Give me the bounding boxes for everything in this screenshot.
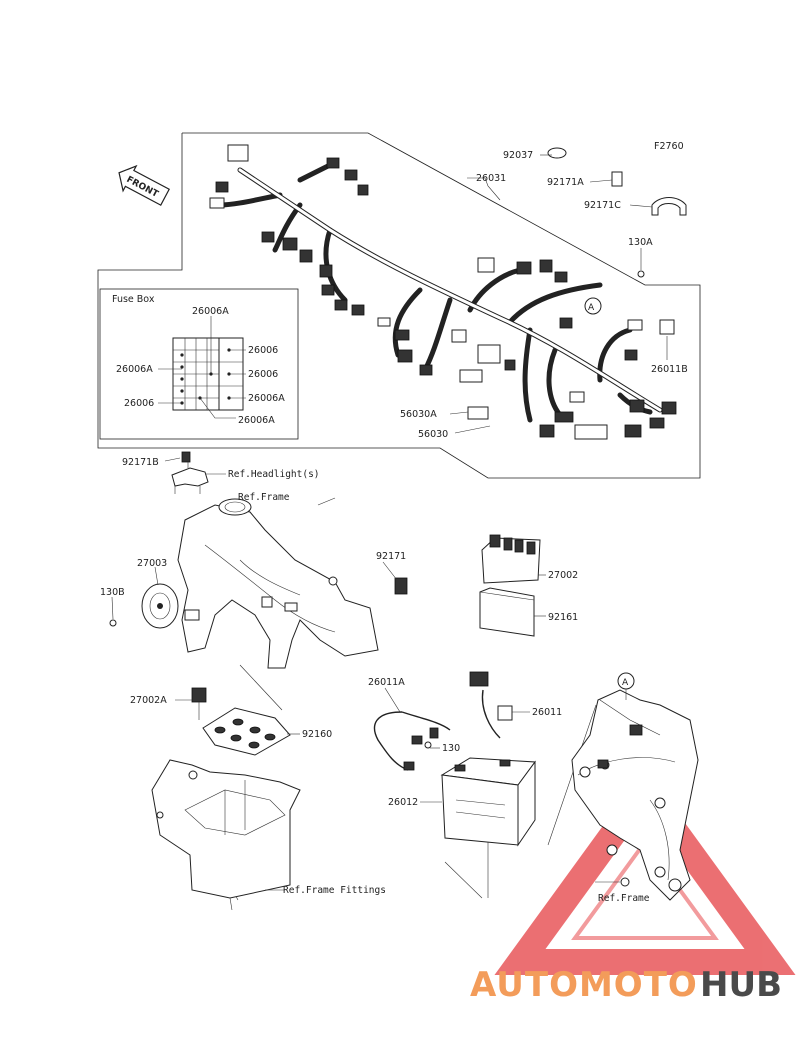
- watermark-text: AUTOMOTO HUB: [470, 965, 782, 1005]
- ref-frame-label: Ref.Frame: [238, 492, 290, 503]
- leader-lines: [111, 154, 668, 883]
- connector-26011b: [659, 319, 675, 335]
- main-wiring-harness: [209, 144, 677, 440]
- grommet: [467, 406, 489, 420]
- clip-92171: [394, 577, 408, 595]
- part-label: 92171C: [584, 200, 621, 211]
- part-label: 130B: [100, 587, 125, 598]
- part-label: 27002A: [130, 695, 167, 706]
- part-label: 27002: [548, 570, 578, 581]
- frame-section: [109, 497, 408, 669]
- part-label: 26012: [388, 797, 418, 808]
- ecu-modules: [479, 534, 541, 637]
- ref-frame-fittings-label: Ref.Frame Fittings: [283, 885, 386, 896]
- part-label: 26011A: [368, 677, 405, 688]
- part-label: 92171: [376, 551, 406, 562]
- relay-block: [477, 344, 501, 364]
- part-label: 92037: [503, 150, 533, 161]
- marker-a-label: A: [588, 303, 595, 313]
- part-label: 26031: [476, 173, 506, 184]
- connector-26011: [469, 671, 489, 687]
- ecu-connector: [574, 424, 608, 440]
- fuse-label: 26006A: [192, 306, 229, 317]
- bolt-130a: [637, 270, 645, 278]
- figure-code: F2760: [654, 141, 684, 152]
- battery-section: [373, 671, 536, 899]
- clamp-92037: [547, 147, 567, 159]
- marker-a-label-bottom: A: [622, 678, 629, 688]
- battery-tray-section: [151, 664, 301, 911]
- part-labels: F2760 92037 26031 92171A 92171C 130A 260…: [100, 141, 688, 904]
- fuse-label: 26006A: [238, 415, 275, 426]
- ref-frame-bottom-label: Ref.Frame: [598, 893, 650, 904]
- watermark-triangle-icon: [494, 767, 796, 975]
- battery-case: [151, 759, 301, 899]
- frame-detail-view: [547, 672, 699, 901]
- fuse-label: 26006: [248, 345, 278, 356]
- part-label: 26011B: [651, 364, 688, 375]
- watermark-text-part1: AUTOMOTO: [470, 965, 698, 1005]
- fuse-box: [158, 316, 246, 419]
- watermark-text-part2: HUB: [700, 965, 782, 1005]
- fuse-label: 26006: [248, 369, 278, 380]
- harness-connector: [227, 144, 249, 162]
- battery-26012: [441, 774, 519, 846]
- front-arrow-icon: FRONT: [118, 164, 170, 206]
- part-label: 92171B: [122, 457, 159, 468]
- clip-92171a: [611, 171, 623, 187]
- fuse-box-frame: [99, 288, 299, 440]
- harness-panel: [97, 132, 701, 479]
- part-label: 92160: [302, 729, 332, 740]
- fuse-box-title: Fuse Box: [112, 294, 155, 305]
- part-label: 26011: [532, 707, 562, 718]
- part-label: 56030A: [400, 409, 437, 420]
- fuse-label: 26006A: [248, 393, 285, 404]
- ref-headlight-label: Ref.Headlight(s): [228, 469, 320, 480]
- cover-92160: [202, 707, 291, 756]
- clip-92171c: [651, 197, 687, 216]
- part-label: 27003: [137, 558, 167, 569]
- part-label: 92161: [548, 612, 578, 623]
- part-label: 130A: [628, 237, 653, 248]
- bolt-130b: [109, 619, 117, 627]
- fuse-label: 26006A: [116, 364, 153, 375]
- part-label: 92171A: [547, 177, 584, 188]
- module-92161: [479, 587, 535, 637]
- fuse-box-labels: Fuse Box 26006A 26006 26006A 26006 26006…: [112, 294, 285, 426]
- part-label: 56030: [418, 429, 448, 440]
- marker-a-circle: [584, 297, 602, 315]
- top-right-hardware: [547, 147, 687, 335]
- headlight-bracket: [171, 451, 226, 494]
- part-label: 130: [442, 743, 460, 754]
- fuse-label: 26006: [124, 398, 154, 409]
- relay-27002a: [191, 687, 207, 703]
